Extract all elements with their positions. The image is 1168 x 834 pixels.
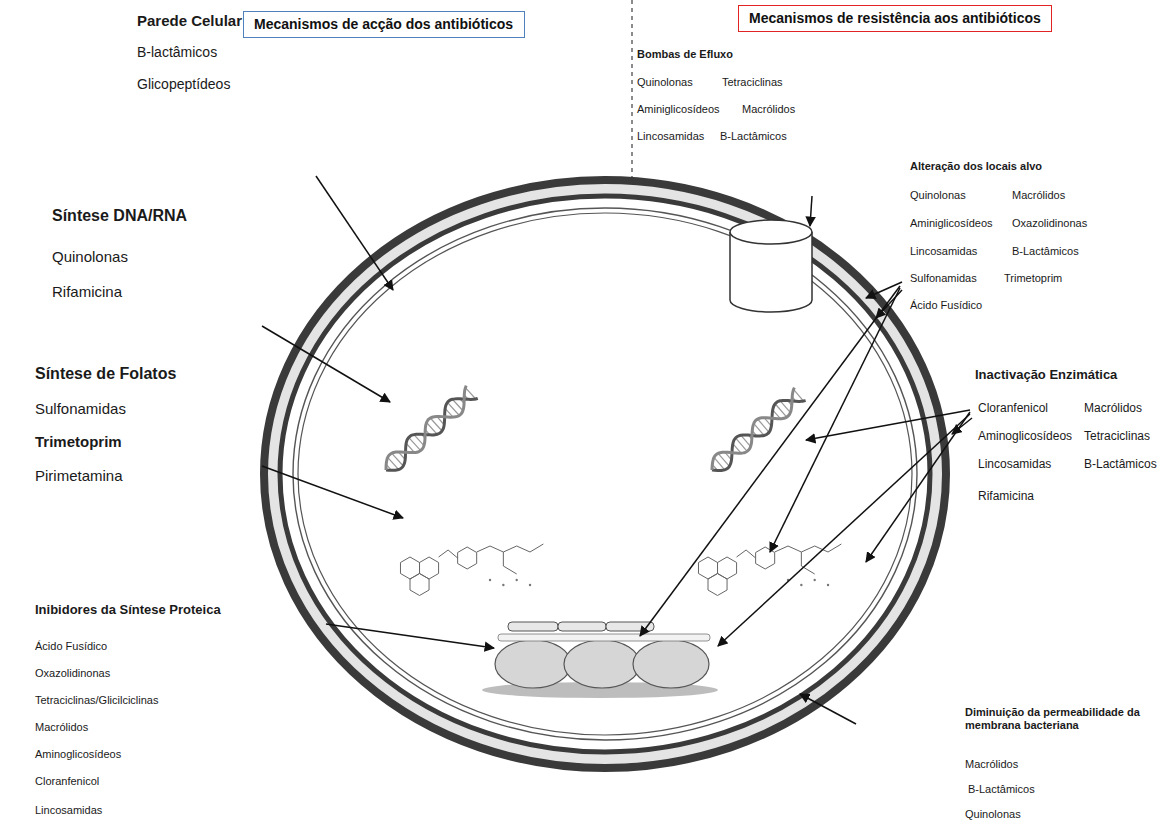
leader-arrows [262,176,972,724]
antibiotic-class: Trimetoprim [1004,272,1062,285]
category-heading: Síntese de Folatos [35,365,176,383]
antibiotic-class: Quinolonas [965,808,1021,821]
category-heading: Alteração dos locais alvo [910,160,1042,173]
antibiotic-class: Ácido Fusídico [910,299,982,312]
antibiotic-class: Cloranfenicol [35,775,99,788]
antibiotic-class: Quinolonas [637,76,693,89]
antibiotic-class: Sulfonamidas [910,272,977,285]
category-heading: Síntese DNA/RNA [52,207,187,225]
antibiotic-class: Quinolonas [52,248,128,265]
antibiotic-class: Aminiglicosídeos [910,217,993,230]
antibiotic-class: B-lactâmicos [137,44,217,60]
cell-wall-inner [280,196,930,752]
cell-membrane [298,213,912,735]
antibiotic-class: Oxazolidinonas [35,667,110,680]
antibiotic-class: Macrólidos [965,758,1018,771]
antibiotic-class: Macrólidos [1012,189,1065,202]
antibiotic-class: Aminoglicosídeos [35,748,121,761]
cell-membrane [293,208,917,740]
antibiotic-class: Sulfonamidas [35,400,126,417]
antibiotic-class: Macrólidos [742,103,795,116]
antibiotic-class: Rifamicina [52,283,122,300]
antibiotic-class: Cloranfenicol [978,402,1048,416]
divider-line [631,0,633,190]
antibiotic-class: Lincosamidas [910,245,977,258]
antibiotic-class: Ácido Fusídico [35,640,107,653]
antibiotic-class: B-Lactâmicos [968,783,1035,796]
antibiotic-class: Oxazolidinonas [1012,217,1087,230]
antibiotic-class: B-Lactâmicos [1084,458,1157,472]
antibiotic-class: Pirimetamina [35,467,123,484]
category-heading: Parede Celular [137,12,242,29]
antibiotic-class: Macrólidos [35,721,88,734]
antibiotic-class: Tetraciclinas/Glicilciclinas [35,694,158,707]
antibiotic-class: Glicopeptídeos [137,76,230,92]
antibiotic-class: Lincosamidas [35,804,102,817]
category-heading: Diminuição da permeabilidade da membrana… [965,706,1150,731]
antibiotic-class: Trimetoprim [35,433,122,450]
heading-box: Mecanismos de acção dos antibióticos [243,11,525,38]
antibiotic-class: Tetraciclinas [1084,430,1150,444]
folate-structure [400,544,841,596]
antibiotic-class: Lincosamidas [637,130,704,143]
cell-wall [264,180,946,768]
antibiotic-class: Macrólidos [1084,402,1142,416]
category-heading: Inactivação Enzimática [975,368,1117,383]
heading-text: Mecanismos de acção dos antibióticos [254,16,514,33]
efflux-pump [730,220,812,312]
category-heading: Inibidores da Síntese Proteica [35,603,221,618]
antibiotic-class: Aminoglicosídeos [978,430,1072,444]
antibiotic-class: B-Lactâmicos [720,130,787,143]
heading-text: Mecanismos de resistência aos antibiótic… [749,10,1041,27]
dna-helix [386,386,806,471]
antibiotic-class: Quinolonas [910,189,966,202]
category-heading: Bombas de Efluxo [637,48,733,61]
antibiotic-class: Lincosamidas [978,458,1051,472]
antibiotic-class: B-Lactâmicos [1012,245,1079,258]
antibiotic-class: Tetraciclinas [722,76,783,89]
antibiotic-class: Aminiglicosídeos [637,103,720,116]
antibiotic-class: Rifamicina [978,490,1034,504]
ribosome [482,622,718,698]
heading-box: Mecanismos de resistência aos antibiótic… [738,5,1052,32]
